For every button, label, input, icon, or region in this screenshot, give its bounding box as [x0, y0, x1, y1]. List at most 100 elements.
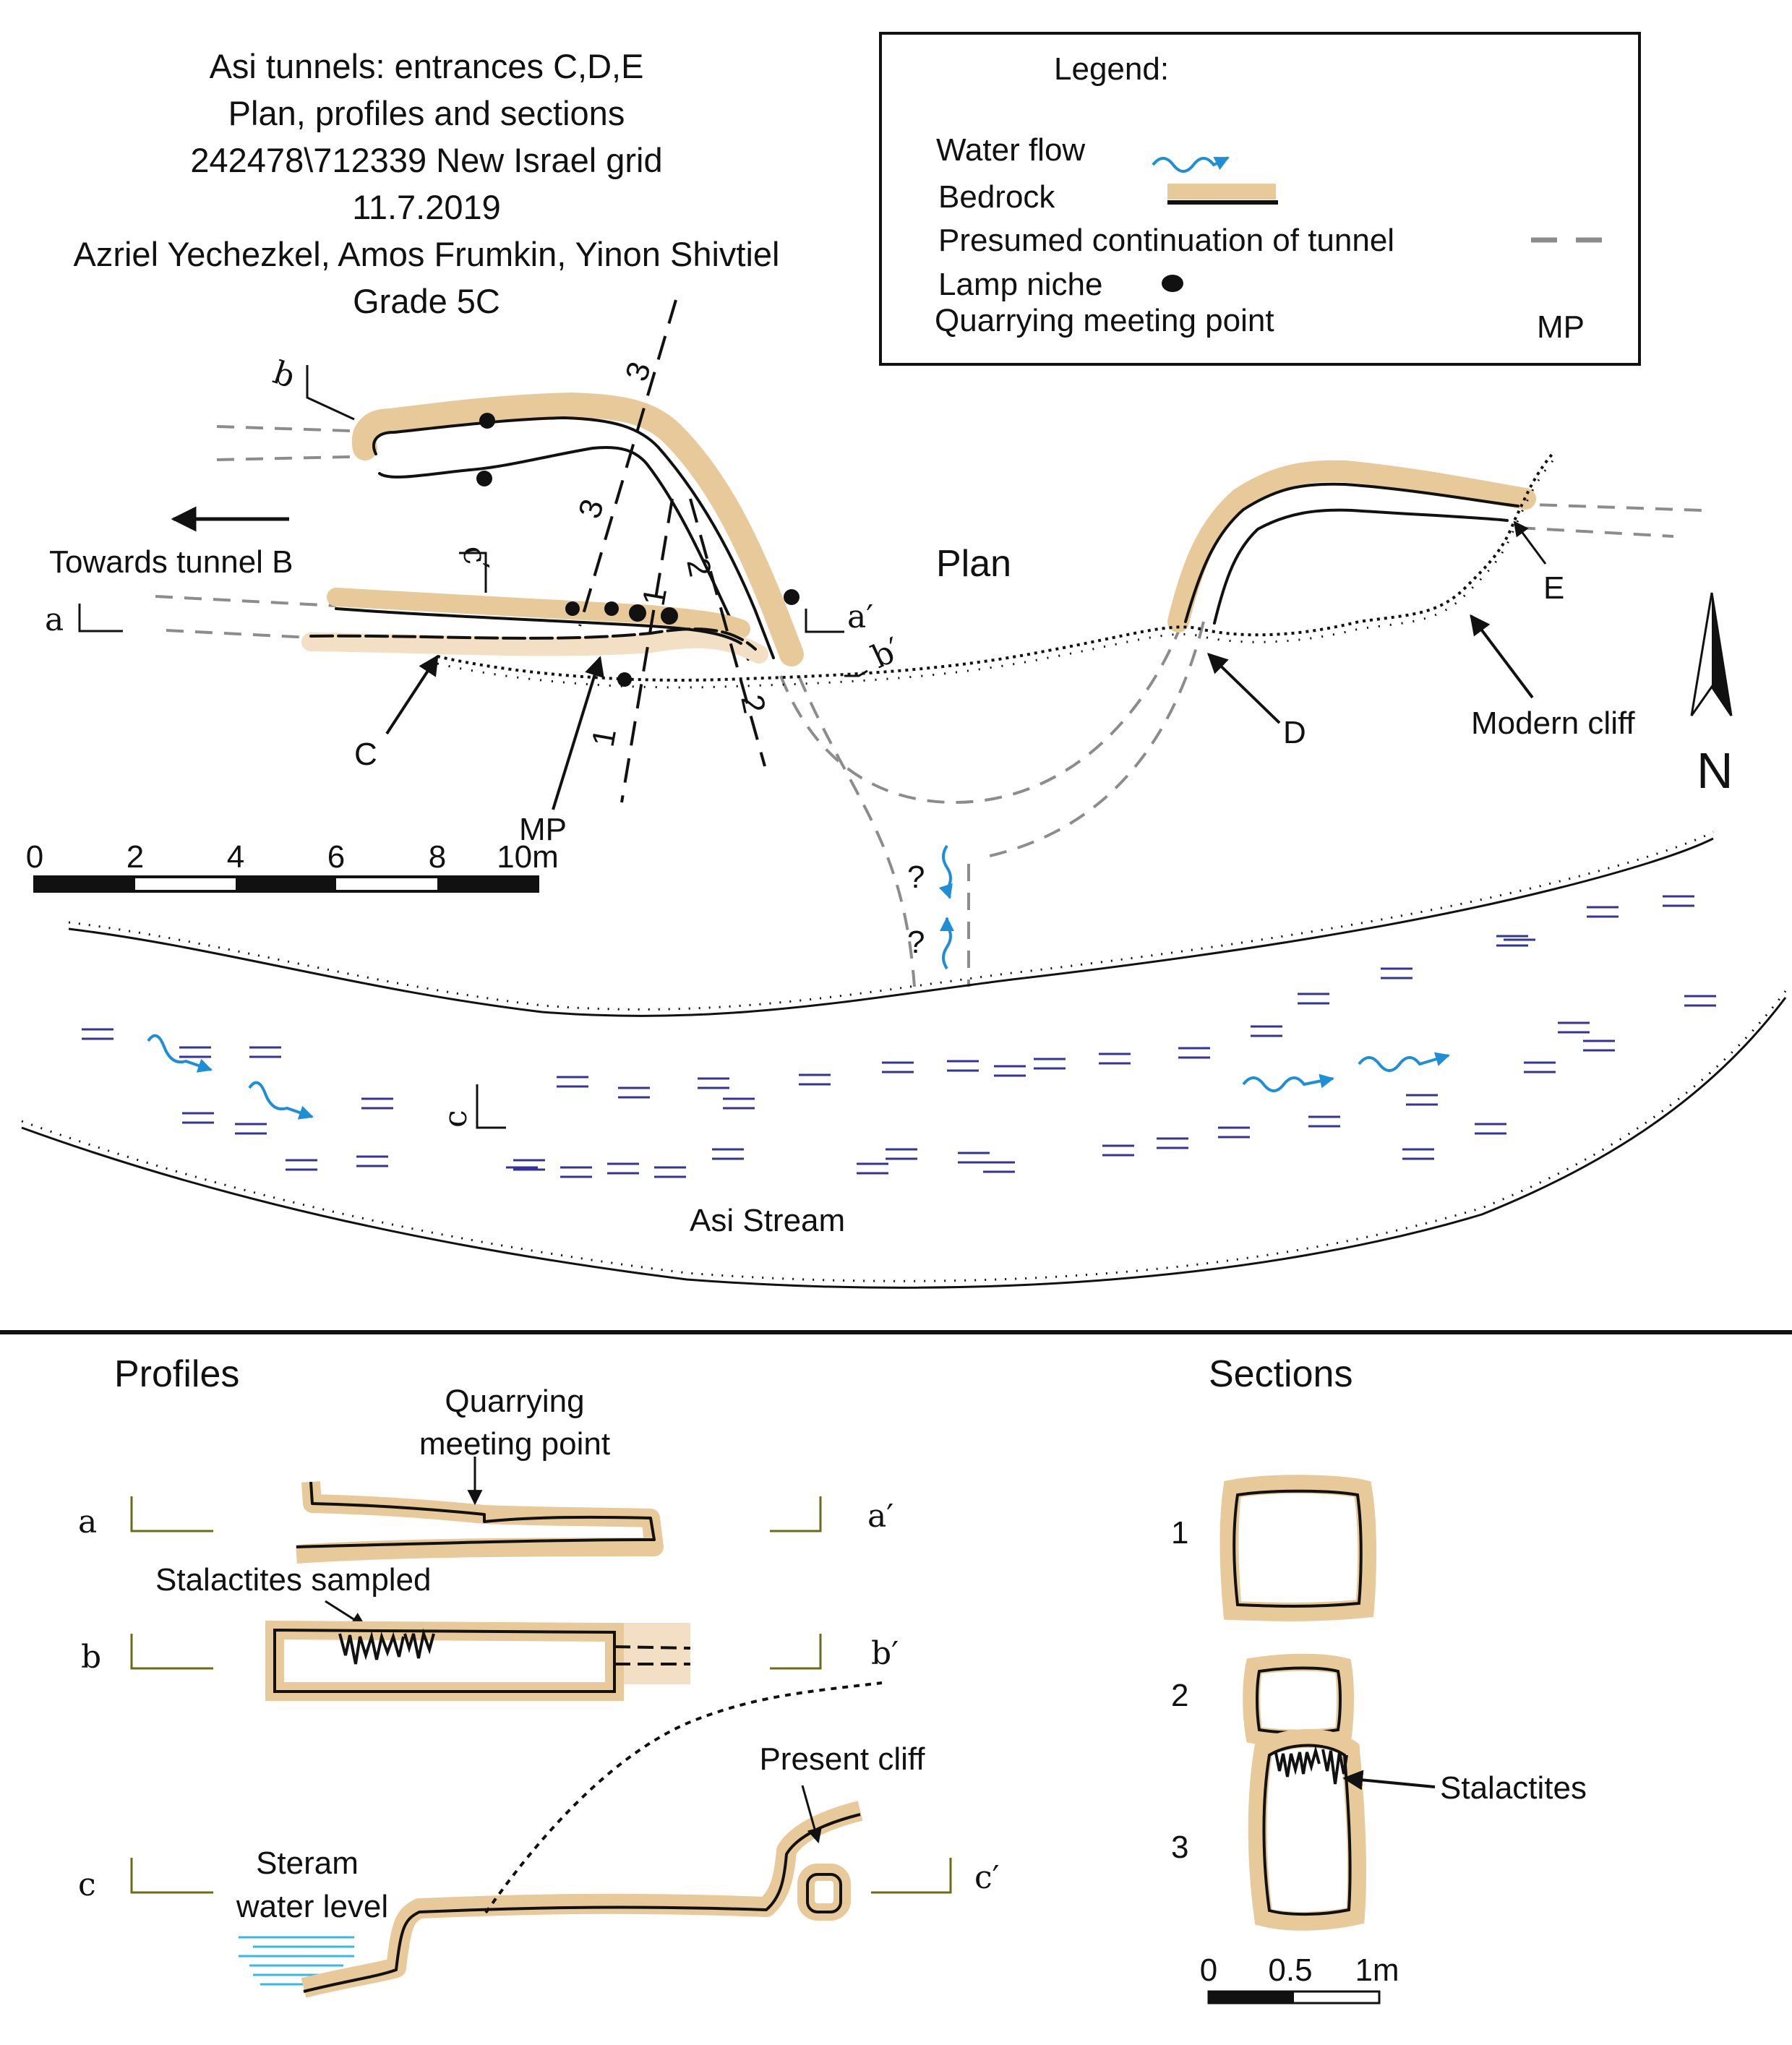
- title-line-1: Asi tunnels: entrances C,D,E: [210, 47, 644, 85]
- profile-a-drawing: [296, 1481, 664, 1564]
- entrance-e-arrow: [1513, 520, 1547, 565]
- plan-mark-c-prime: c′: [455, 543, 495, 574]
- legend-lamp-label: Lamp niche: [938, 267, 1102, 302]
- profile-b-bracket: [130, 1634, 213, 1670]
- water-flow-arrows: [147, 844, 1450, 1120]
- section-2-drawing: [1243, 1653, 1354, 1747]
- lamp-niche-dot: [479, 413, 495, 429]
- sections-heading: Sections: [1209, 1353, 1352, 1395]
- stalactites-label: Stalactites: [1440, 1770, 1587, 1806]
- legend-bedrock-label: Bedrock: [938, 179, 1055, 215]
- mp-label: MP: [519, 812, 567, 847]
- profiles-view: Profiles a a′ Quarrying meeting point b …: [78, 1353, 1000, 1998]
- stream-banks: [21, 831, 1787, 1289]
- upper-tunnel: [351, 393, 804, 666]
- profile-c-bracket: [130, 1858, 213, 1894]
- section-lines: [578, 299, 766, 803]
- legend-box: Legend: Water flow Bedrock Presumed cont…: [879, 32, 1641, 366]
- section-line-3-label: 3: [619, 358, 658, 385]
- title-line-3: 242478\712339 New Israel grid: [190, 141, 662, 179]
- unknown-mark-upper: ?: [907, 859, 925, 895]
- meeting-point-label-1: Quarrying: [445, 1384, 584, 1419]
- legend-mp-symbol: MP: [1537, 309, 1585, 345]
- title-line-2: Plan, profiles and sections: [228, 94, 625, 132]
- meeting-point-label-2: meeting point: [419, 1426, 610, 1462]
- unknown-mark-lower: ?: [907, 925, 925, 960]
- stalactites-sampled-label: Stalactites sampled: [155, 1562, 432, 1598]
- east-tunnel: [1167, 460, 1536, 633]
- section-number-3: 3: [1171, 1830, 1188, 1865]
- stream-water-level-icon: [239, 1936, 354, 1986]
- section-number-2: 2: [1171, 1678, 1188, 1713]
- plan-mark-b: b: [269, 354, 300, 395]
- mp-arrow: [552, 656, 604, 810]
- scale-tick-8: 8: [429, 839, 446, 875]
- profiles-heading: Profiles: [114, 1353, 239, 1395]
- entrance-c-label: C: [354, 737, 377, 772]
- plan-profile-marks: [78, 365, 868, 1129]
- present-cliff-arrow: [801, 1785, 822, 1844]
- profile-mark-b-prime: b′: [871, 1635, 899, 1672]
- lamp-niche-dot: [476, 471, 492, 486]
- presumed-continuations: [155, 425, 1703, 987]
- profile-a-prime-bracket: [770, 1496, 822, 1532]
- sections-view: Sections 1 2 3 Stalactites 0 0.5 1m: [1171, 1353, 1587, 2005]
- water-level-label-1: Steram: [256, 1845, 359, 1881]
- title-block: Asi tunnels: entrances C,D,E Plan, profi…: [73, 47, 779, 320]
- water-flow-arrow-icon: [1152, 156, 1230, 173]
- entrance-d-label: D: [1283, 715, 1306, 750]
- asi-stream-label: Asi Stream: [690, 1203, 845, 1238]
- plan-mark-c: c: [437, 1110, 474, 1128]
- plan-mark-a-prime: a′: [847, 599, 873, 635]
- north-arrow-icon: N: [1690, 592, 1733, 799]
- plan-mark-a: a: [45, 601, 64, 638]
- present-cliff-label: Present cliff: [759, 1741, 925, 1777]
- sections-scale-tick-half: 0.5: [1268, 1952, 1312, 1988]
- section-line-2-label-lower: 2: [734, 692, 772, 716]
- legend-water-flow-label: Water flow: [936, 132, 1085, 168]
- water-level-label-2: water level: [236, 1889, 388, 1924]
- legend-mp-label: Quarrying meeting point: [935, 303, 1274, 338]
- scale-tick-10m: 10m: [497, 839, 559, 875]
- sections-scale-tick-0: 0: [1200, 1952, 1217, 1988]
- stalactites-arrow: [1342, 1770, 1436, 1791]
- title-line-4: 11.7.2019: [352, 188, 501, 226]
- towards-tunnel-b-label: Towards tunnel B: [49, 544, 293, 580]
- scale-tick-2: 2: [127, 839, 144, 875]
- profile-mark-a: a: [78, 1504, 97, 1540]
- lamp-niche-dot: [784, 589, 799, 605]
- title-line-6: Grade 5C: [353, 282, 500, 320]
- lamp-niche-dot: [617, 672, 632, 687]
- section-line-3-label-lower: 3: [572, 495, 611, 523]
- scale-tick-6: 6: [327, 839, 345, 875]
- profile-c-prime-bracket: [871, 1858, 952, 1894]
- plan-heading: Plan: [936, 543, 1011, 585]
- plan-mark-b-prime: b′: [866, 631, 906, 676]
- entrance-d-arrow: [1206, 653, 1281, 724]
- profile-b-drawing: [265, 1620, 691, 1701]
- sections-scale-bar: 0 0.5 1m: [1200, 1952, 1399, 2005]
- north-label: N: [1697, 742, 1733, 799]
- lamp-niche-dot: [604, 601, 619, 616]
- modern-cliff-label: Modern cliff: [1471, 706, 1635, 741]
- section-line-1-label-lower: 1: [586, 726, 624, 750]
- profile-mark-a-prime: a′: [867, 1498, 893, 1535]
- profile-a-bracket: [130, 1496, 213, 1532]
- lamp-niche-dot: [629, 604, 646, 622]
- title-line-5: Azriel Yechezkel, Amos Frumkin, Yinon Sh…: [73, 235, 779, 273]
- bedrock-band-icon: [1167, 184, 1278, 205]
- plan-view: Plan: [21, 299, 1787, 1289]
- profile-mark-b: b: [81, 1639, 101, 1676]
- legend-heading: Legend:: [1054, 51, 1169, 87]
- profile-mark-c: c: [78, 1866, 96, 1903]
- legend-presumed-label: Presumed continuation of tunnel: [938, 223, 1394, 258]
- profile-c-drawing: [301, 1801, 863, 1998]
- black-dot-icon: [1162, 275, 1183, 292]
- lower-tunnel: [301, 588, 768, 664]
- ground-surface-dotted: [484, 1681, 883, 1914]
- plan-scale-bar: 0 2 4 6 8 10m: [26, 839, 559, 893]
- lamp-niche-dot: [661, 607, 678, 625]
- stream-water-marks: [82, 895, 1716, 1178]
- profile-b-prime-bracket: [770, 1634, 822, 1670]
